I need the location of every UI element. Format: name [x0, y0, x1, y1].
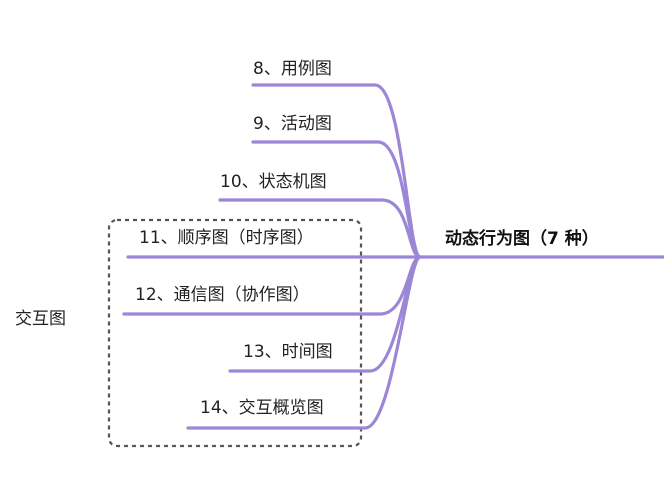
branch-label-communication[interactable]: 12、通信图（协作图）: [135, 285, 310, 305]
branch-edges: [122, 83, 422, 430]
branch-label-sequence[interactable]: 11、顺序图（时序图）: [139, 228, 314, 248]
branch-label-activity[interactable]: 9、活动图: [253, 114, 332, 134]
branch-label-use-case[interactable]: 8、用例图: [253, 59, 332, 79]
branch-connector-state-machine: [218, 198, 422, 259]
root-node-label[interactable]: 动态行为图（7 种）: [445, 228, 599, 249]
interaction-group-label: 交互图: [15, 309, 66, 329]
branch-label-interaction-overview[interactable]: 14、交互概览图: [200, 398, 324, 418]
branch-label-state-machine[interactable]: 10、状态机图: [220, 172, 327, 192]
branch-label-timing[interactable]: 13、时间图: [243, 342, 333, 362]
interaction-group-box: [107, 218, 363, 448]
branch-connector-interaction-overview: [186, 255, 422, 430]
